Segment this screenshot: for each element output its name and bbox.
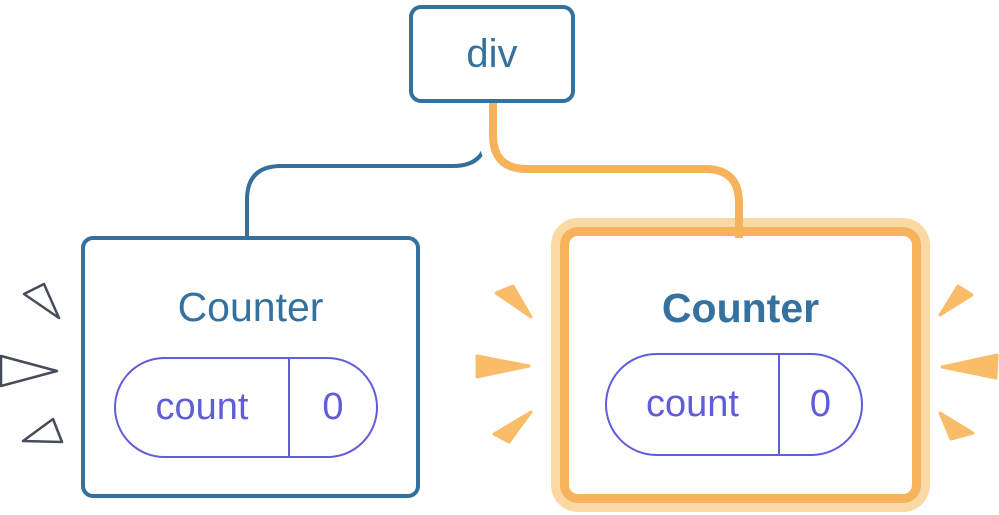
state-pill: count 0 [605,353,863,456]
state-pill: count 0 [114,357,378,458]
sparkle-burst-right-icon [938,284,999,441]
connector-casing [479,103,753,216]
counter-title: Counter [177,284,324,330]
state-value: 0 [288,359,376,456]
counter-card-right-highlighted: Counter count 0 [560,227,921,503]
sparkle-burst-left-icon [0,282,64,444]
counter-card-left: Counter count 0 [81,236,420,498]
state-key: count [646,383,739,425]
sparkle-burst-middle-icon [475,284,533,444]
counter-title: Counter [661,285,820,331]
state-value: 0 [778,355,861,454]
state-key: count [155,386,249,428]
root-node-div: div [409,5,575,103]
connector-blue-left [245,103,489,238]
root-node-label: div [466,31,518,76]
connector-orange-right [489,103,743,238]
